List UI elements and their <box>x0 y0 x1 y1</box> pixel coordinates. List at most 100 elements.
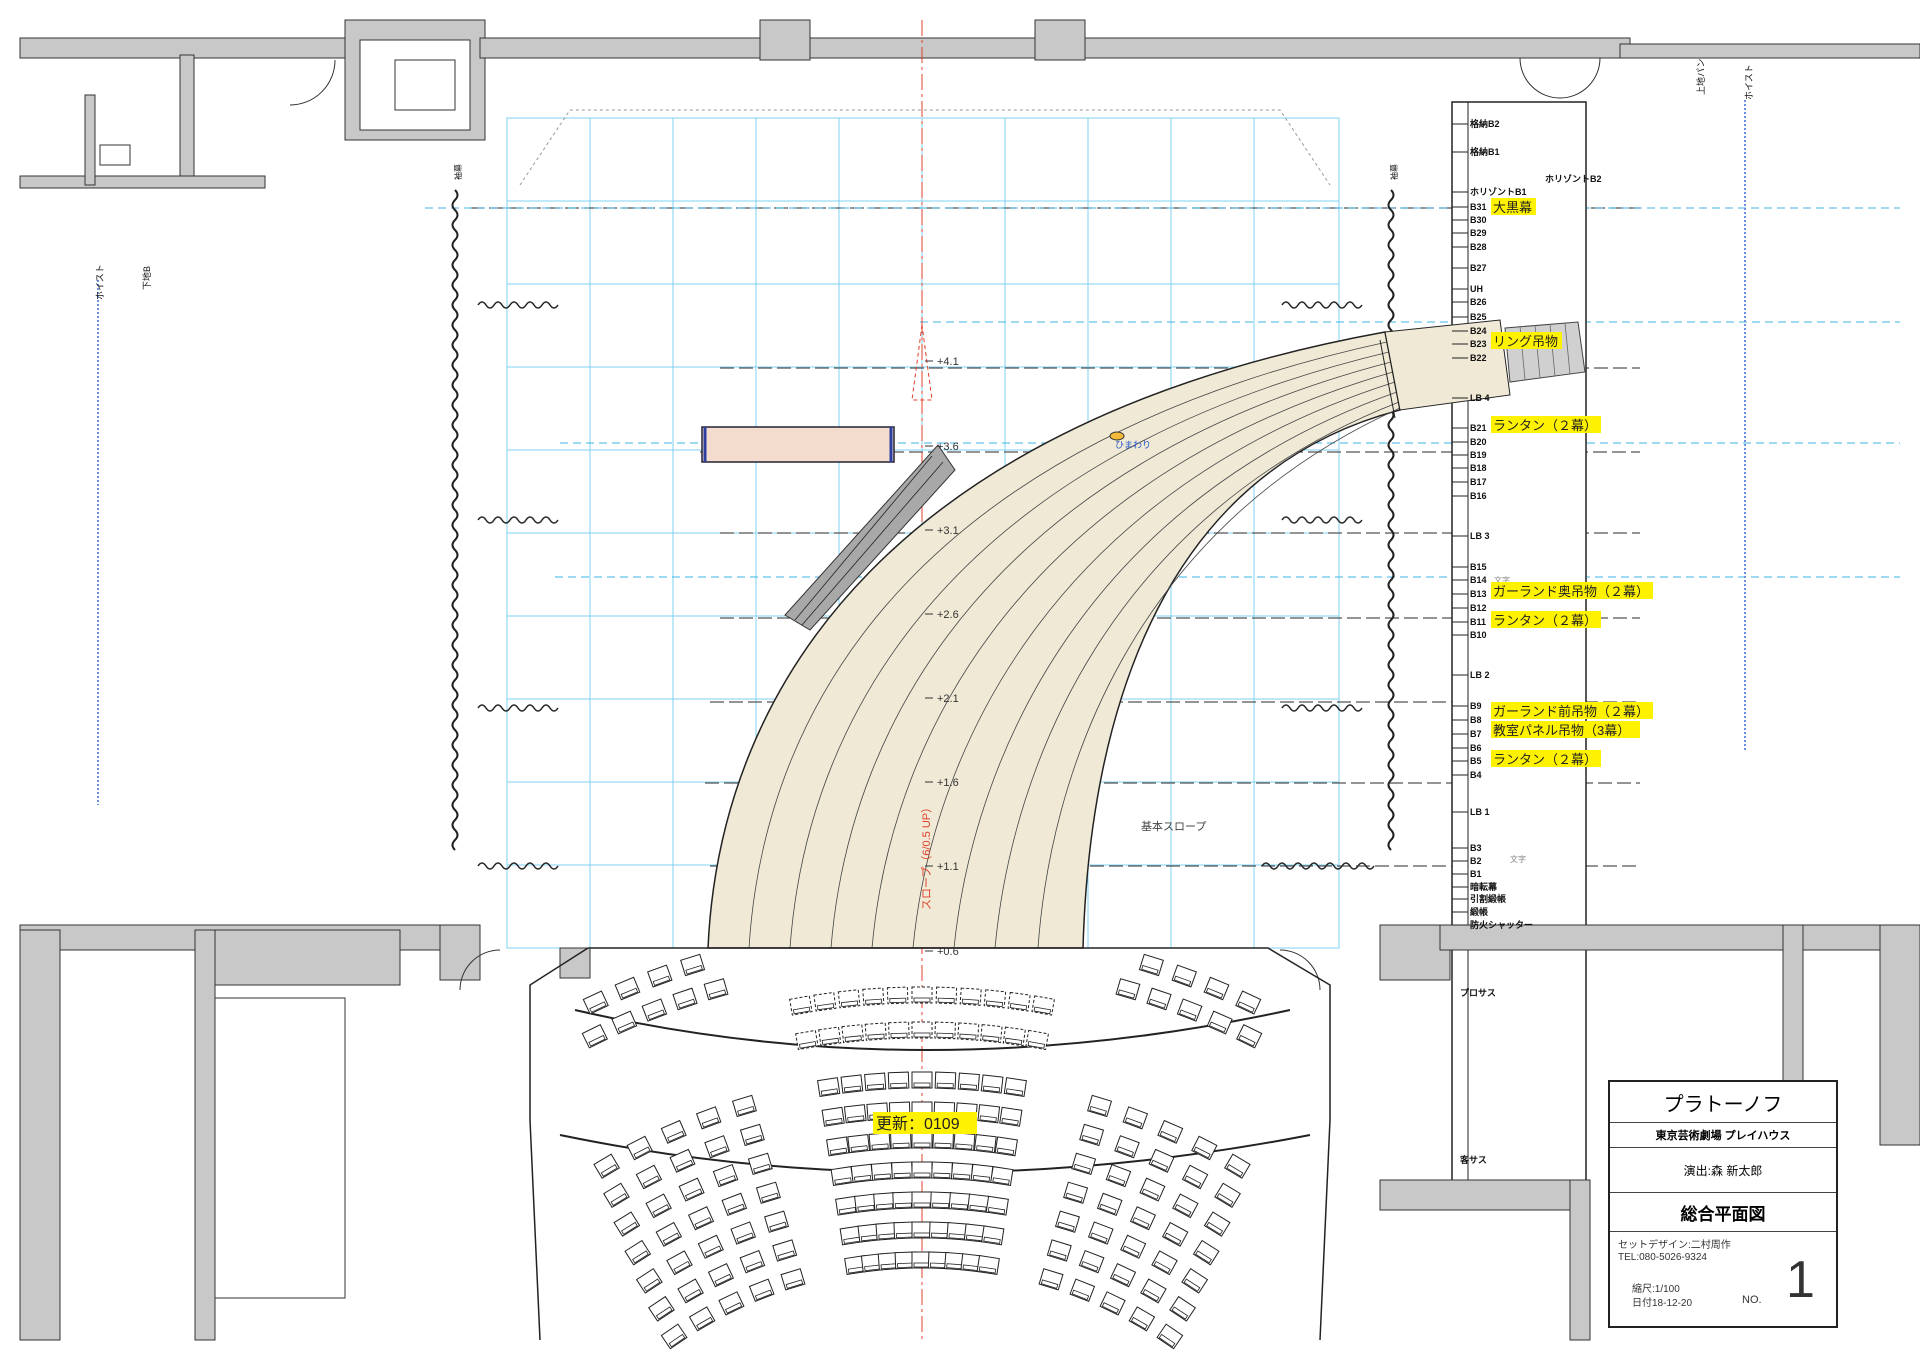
seat <box>1122 1106 1149 1130</box>
seat <box>677 1278 704 1304</box>
batten-label: B12 <box>1470 603 1487 613</box>
seat <box>847 1133 871 1154</box>
seat <box>1138 953 1164 977</box>
seat <box>789 995 813 1016</box>
batten-label: B7 <box>1470 729 1482 739</box>
seat <box>1206 1010 1233 1035</box>
designer-phone: TEL:080-5026-9324 <box>1618 1252 1707 1263</box>
hoist-label-right: ホイスト <box>1744 64 1754 100</box>
seat <box>772 1239 798 1262</box>
upper-label: 上地パン <box>1695 59 1706 95</box>
seat <box>695 1106 722 1130</box>
batten-label: 暗転幕 <box>1470 881 1498 892</box>
seat <box>1079 1123 1105 1147</box>
side-curtain-label-right: 袖幕 <box>1389 164 1399 180</box>
seat <box>973 1133 997 1154</box>
venue-name: 東京芸術劇場 プレイハウス <box>1610 1123 1836 1148</box>
annotation-label: ガーランド奥吊物（２幕） <box>1493 584 1649 599</box>
seat <box>957 1022 980 1041</box>
seat <box>931 1161 953 1180</box>
height-mark: +1.6 <box>937 777 959 789</box>
batten-labels: 格納B2格納B1ホリゾントB1B31B30B29B28B27UHB26B25B2… <box>1452 118 1533 930</box>
height-mark: +3.1 <box>937 525 959 537</box>
seat <box>959 987 982 1006</box>
seat <box>647 964 673 988</box>
text-marker-2: 文字 <box>1510 854 1526 864</box>
seat <box>1105 1163 1132 1188</box>
seat <box>976 1255 1000 1275</box>
seat <box>603 1182 630 1209</box>
batten-label: B31 <box>1470 202 1487 212</box>
seat <box>678 1177 705 1202</box>
seat <box>704 1135 730 1159</box>
seat <box>755 1181 781 1204</box>
seat <box>672 987 698 1011</box>
batten-label: B25 <box>1470 312 1487 322</box>
batten-label: B6 <box>1470 743 1482 753</box>
annotation-label: リング吊物 <box>1493 334 1558 349</box>
seat <box>660 1119 687 1144</box>
height-marks: +4.1+3.6+3.1+2.6+2.1+1.6+1.1+0.6 <box>925 356 959 958</box>
seat <box>748 1278 775 1302</box>
seat <box>1031 995 1055 1016</box>
seat <box>1087 1094 1113 1118</box>
seat <box>837 989 861 1009</box>
seat <box>1120 1234 1147 1259</box>
seat <box>1181 1164 1209 1190</box>
seat <box>712 1163 739 1188</box>
seat <box>994 1136 1018 1157</box>
seat <box>1139 1177 1166 1202</box>
seat <box>1214 1182 1241 1209</box>
batten-label: B20 <box>1470 437 1487 447</box>
seat <box>647 1295 675 1322</box>
seat <box>764 1210 790 1233</box>
seat <box>1128 1306 1156 1332</box>
no-label: NO. <box>1742 1294 1762 1306</box>
seat <box>981 1225 1005 1246</box>
seat <box>999 1106 1023 1127</box>
seat <box>817 1077 841 1098</box>
batten-label: B11 <box>1470 617 1486 627</box>
seat <box>892 1191 914 1210</box>
seat <box>1071 1152 1097 1176</box>
seat <box>826 1136 850 1157</box>
seat <box>850 1163 874 1184</box>
batten-label: B29 <box>1470 228 1487 238</box>
seat <box>1192 1239 1220 1266</box>
seat <box>1140 1278 1167 1304</box>
seat <box>868 1132 891 1151</box>
batten-label: B2 <box>1470 856 1482 866</box>
drawing-number: 1 <box>1786 1251 1815 1309</box>
batten-label: 格納B1 <box>1470 146 1500 157</box>
seat <box>1109 1262 1137 1288</box>
seat <box>731 1094 757 1118</box>
seat <box>730 1221 757 1245</box>
seat <box>1146 987 1172 1011</box>
seat <box>1191 1135 1218 1161</box>
seat <box>911 1021 933 1039</box>
annotation-label: 大黒幕 <box>1493 200 1532 215</box>
seat <box>655 1221 683 1247</box>
seat <box>613 1211 641 1237</box>
seat <box>739 1249 766 1274</box>
seat <box>835 1195 859 1216</box>
annotation-label: ランタン（２幕） <box>1493 418 1597 433</box>
seat <box>1038 1268 1064 1291</box>
seat <box>1203 976 1230 1001</box>
seat <box>739 1123 765 1147</box>
seat <box>645 1193 672 1219</box>
designer-name: セットデザイン:二村周作 <box>1618 1240 1731 1251</box>
seat <box>1025 1029 1049 1051</box>
seat <box>821 1106 845 1127</box>
seat <box>911 986 933 1004</box>
audience-sus-label: 客サス <box>1459 1154 1487 1165</box>
batten-label: LB 3 <box>1470 531 1490 541</box>
side-curtains <box>451 189 1395 851</box>
seat <box>911 1131 933 1149</box>
seat <box>979 1024 1003 1044</box>
seat <box>1002 1026 1026 1047</box>
platform-box <box>701 426 895 463</box>
batten-label: B5 <box>1470 756 1482 766</box>
seat <box>854 1193 877 1213</box>
seat <box>1151 1250 1178 1276</box>
